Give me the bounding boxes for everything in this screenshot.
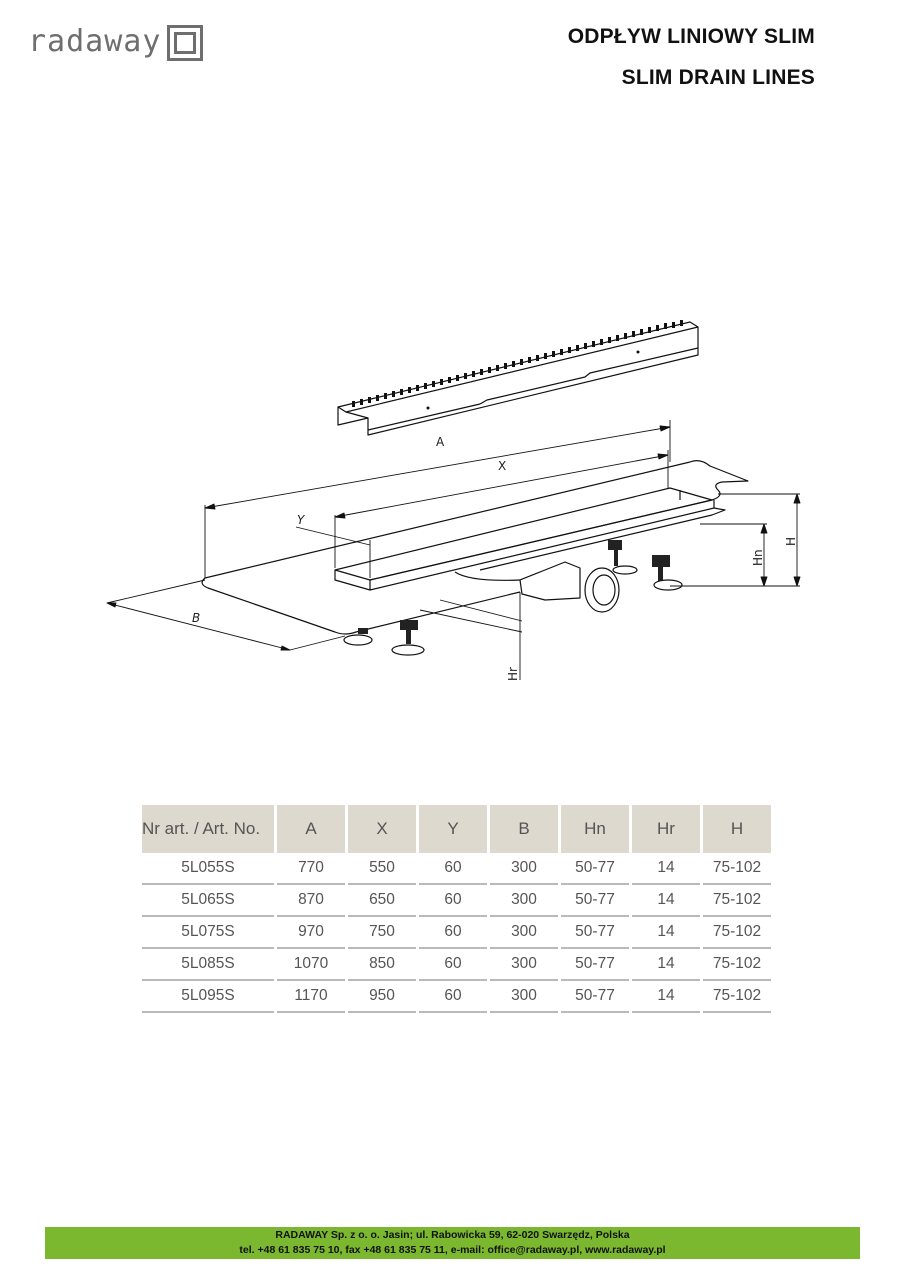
header-h: H (703, 805, 771, 853)
table-row: 5L075S 970 750 60 300 50-77 14 75-102 (142, 917, 771, 949)
cell-h: 75-102 (703, 917, 771, 949)
table-row: 5L065S 870 650 60 300 50-77 14 75-102 (142, 885, 771, 917)
cell-hn: 50-77 (561, 917, 629, 949)
cell-x: 650 (348, 885, 416, 917)
dimension-lines (106, 420, 801, 680)
specification-table: Nr art. / Art. No. A X Y B Hn Hr H 5L055… (139, 805, 774, 1013)
cell-h: 75-102 (703, 885, 771, 917)
cell-b: 300 (490, 981, 558, 1013)
dim-label-b: B (192, 611, 200, 625)
cell-a: 1070 (277, 949, 345, 981)
table-header-row: Nr art. / Art. No. A X Y B Hn Hr H (142, 805, 771, 853)
table-row: 5L055S 770 550 60 300 50-77 14 75-102 (142, 853, 771, 885)
cell-hr: 14 (632, 885, 700, 917)
cell-hr: 14 (632, 917, 700, 949)
dim-label-h: H (784, 537, 798, 546)
cell-y: 60 (419, 981, 487, 1013)
header-hn: Hn (561, 805, 629, 853)
footer-contact: tel. +48 61 835 75 10, fax +48 61 835 75… (239, 1244, 666, 1256)
cell-art-no: 5L055S (142, 853, 274, 885)
radaway-logo: radaway (28, 22, 204, 64)
header-b: B (490, 805, 558, 853)
cell-hn: 50-77 (561, 949, 629, 981)
footer-address: RADAWAY Sp. z o. o. Jasin; ul. Rabowicka… (275, 1229, 630, 1241)
technical-drawing: A X Y B Hr Hn H (0, 300, 905, 700)
cell-h: 75-102 (703, 981, 771, 1013)
cell-art-no: 5L075S (142, 917, 274, 949)
drain-channel-drawing (334, 487, 726, 656)
logo-wordmark: radaway (28, 24, 162, 59)
dim-label-x: X (498, 459, 506, 473)
cell-hr: 14 (632, 949, 700, 981)
dim-label-hr: Hr (506, 667, 520, 681)
cell-x: 550 (348, 853, 416, 885)
header-a: A (277, 805, 345, 853)
cell-hr: 14 (632, 981, 700, 1013)
cell-y: 60 (419, 949, 487, 981)
header-y: Y (419, 805, 487, 853)
grate-drawing (337, 320, 699, 436)
dim-label-a: A (436, 435, 445, 449)
cell-hn: 50-77 (561, 885, 629, 917)
logo-square-icon (167, 25, 204, 61)
cell-hn: 50-77 (561, 853, 629, 885)
cell-b: 300 (490, 853, 558, 885)
cell-art-no: 5L095S (142, 981, 274, 1013)
cell-x: 950 (348, 981, 416, 1013)
table-row: 5L085S 1070 850 60 300 50-77 14 75-102 (142, 949, 771, 981)
cell-art-no: 5L065S (142, 885, 274, 917)
cell-b: 300 (490, 885, 558, 917)
cell-y: 60 (419, 917, 487, 949)
cell-y: 60 (419, 885, 487, 917)
cell-y: 60 (419, 853, 487, 885)
cell-a: 770 (277, 853, 345, 885)
base-plate-drawing (201, 460, 749, 635)
cell-a: 1170 (277, 981, 345, 1013)
cell-b: 300 (490, 949, 558, 981)
company-footer: RADAWAY Sp. z o. o. Jasin; ul. Rabowicka… (45, 1227, 860, 1259)
dim-label-hn: Hn (751, 549, 765, 566)
dim-label-y: Y (297, 513, 306, 527)
cell-a: 970 (277, 917, 345, 949)
page-title-pl: ODPŁYW LINIOWY SLIM (567, 25, 815, 48)
header-x: X (348, 805, 416, 853)
header-art-no: Nr art. / Art. No. (142, 805, 274, 853)
cell-b: 300 (490, 917, 558, 949)
cell-art-no: 5L085S (142, 949, 274, 981)
cell-x: 850 (348, 949, 416, 981)
cell-h: 75-102 (703, 853, 771, 885)
cell-hn: 50-77 (561, 981, 629, 1013)
cell-a: 870 (277, 885, 345, 917)
page-title-en: SLIM DRAIN LINES (621, 66, 815, 89)
cell-x: 750 (348, 917, 416, 949)
header-hr: Hr (632, 805, 700, 853)
cell-h: 75-102 (703, 949, 771, 981)
table-row: 5L095S 1170 950 60 300 50-77 14 75-102 (142, 981, 771, 1013)
cell-hr: 14 (632, 853, 700, 885)
